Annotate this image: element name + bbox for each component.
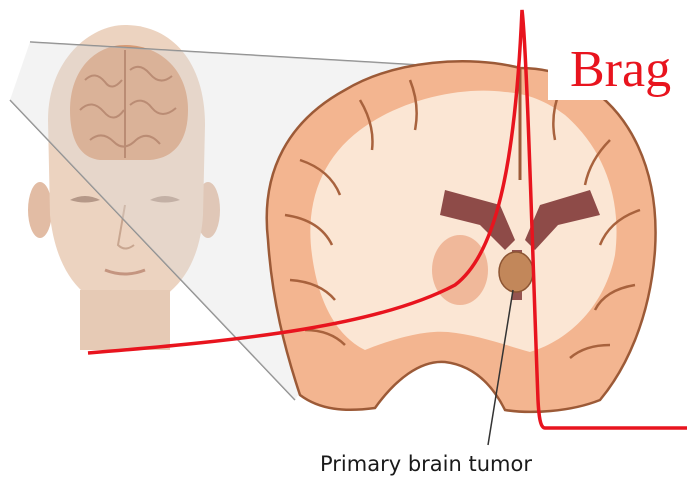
left-ear: [28, 182, 52, 238]
title: Brag: [570, 40, 671, 100]
neck: [80, 290, 170, 350]
title-box: Brag: [548, 40, 687, 100]
tumor-caption: Primary brain tumor: [320, 452, 532, 476]
basal-ganglia-left: [432, 235, 488, 305]
brain-coronal-section: [267, 61, 656, 412]
tumor: [499, 252, 533, 292]
